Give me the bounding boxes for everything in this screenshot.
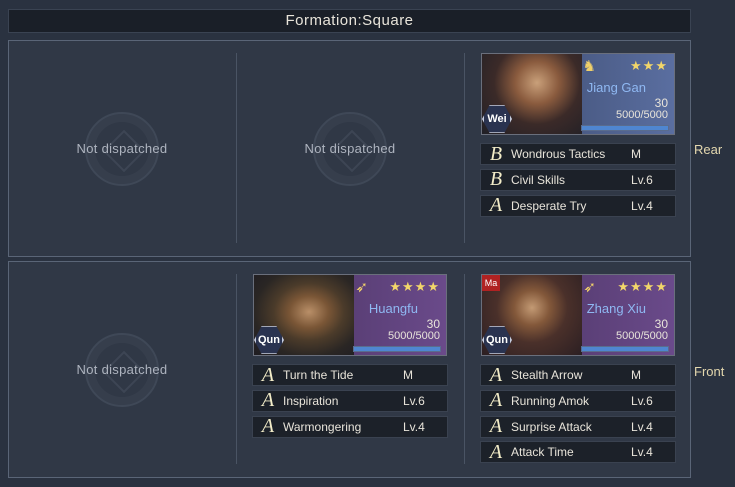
faction-badge: Wei: [482, 105, 512, 133]
skill-row[interactable]: A Surprise Attack Lv.4: [480, 415, 676, 438]
hero-troops: 5000/5000: [388, 330, 440, 342]
rarity-stars: ★★★★: [617, 279, 668, 294]
empty-slot-rear-1[interactable]: Not dispatched: [9, 41, 235, 256]
hero-name: Jiang Gan: [586, 80, 646, 95]
skill-list-huangfu: A Turn the Tide M A Inspiration Lv.6 A Warmon…: [252, 364, 448, 441]
slot-divider: [236, 53, 237, 243]
skill-name: Running Amok: [511, 393, 590, 408]
troop-bar-fill: [582, 347, 668, 351]
empty-slot-label: Not dispatched: [304, 141, 396, 156]
skill-row[interactable]: A Running Amok Lv.6: [480, 389, 676, 412]
skill-level: Lv.6: [403, 393, 425, 408]
empty-slot-front-1[interactable]: Not dispatched: [9, 262, 235, 477]
hero-level: 30: [426, 317, 440, 331]
spear-type-icon: ➶: [355, 279, 368, 296]
skill-grade: A: [261, 363, 275, 386]
skill-level: Lv.6: [631, 172, 653, 187]
skill-row[interactable]: B Civil Skills Lv.6: [480, 168, 676, 191]
hero-troops: 5000/5000: [616, 330, 668, 342]
skill-grade: A: [489, 415, 503, 438]
skill-level: Lv.4: [403, 419, 425, 434]
spear-type-icon: ➶: [583, 279, 596, 296]
skill-grade: B: [489, 168, 503, 191]
skill-name: Civil Skills: [511, 172, 565, 187]
main-general-tag: Ma: [482, 275, 500, 291]
skill-grade: A: [489, 440, 503, 463]
troop-bar: [353, 346, 441, 352]
row-label-front: Front: [694, 364, 725, 379]
formation-title: Formation:Square: [8, 9, 691, 33]
skill-name: Surprise Attack: [511, 419, 592, 434]
hero-name: Zhang Xiu: [586, 301, 646, 316]
skill-level: M: [403, 368, 413, 382]
skill-row[interactable]: A Turn the Tide M: [252, 364, 448, 386]
empty-slot-emblem-icon: [85, 332, 159, 407]
skill-row[interactable]: A Desperate Try Lv.4: [480, 194, 676, 217]
skill-name: Attack Time: [511, 445, 574, 460]
empty-slot-label: Not dispatched: [76, 141, 168, 156]
skill-name: Warmongering: [283, 419, 362, 434]
skill-name: Desperate Try: [511, 198, 587, 213]
troop-bar: [581, 125, 669, 131]
hero-card-huangfu[interactable]: Qun ➶ ★★★★ Huangfu 30 5000/5000: [253, 274, 447, 356]
skill-level: M: [631, 147, 641, 161]
skill-name: Turn the Tide: [283, 368, 354, 382]
hero-card-zhang-xiu[interactable]: Ma Qun ➶ ★★★★ Zhang Xiu 30 5000/5000: [481, 274, 675, 356]
hero-name: Huangfu: [368, 301, 418, 316]
skill-row[interactable]: B Wondrous Tactics M: [480, 143, 676, 165]
skill-row[interactable]: A Stealth Arrow M: [480, 364, 676, 386]
rarity-stars: ★★★: [630, 58, 668, 73]
troop-bar-fill: [582, 126, 668, 130]
hero-level: 30: [654, 96, 668, 110]
hero-level: 30: [654, 317, 668, 331]
troop-bar: [581, 346, 669, 352]
skill-grade: A: [489, 389, 503, 412]
skill-grade: A: [261, 389, 275, 412]
skill-name: Inspiration: [283, 393, 339, 408]
skill-level: Lv.4: [631, 445, 653, 460]
troop-bar-fill: [354, 347, 440, 351]
slot-divider: [236, 274, 237, 464]
cavalry-type-icon: ♞: [582, 58, 596, 75]
hero-card-jiang-gan[interactable]: Wei ♞ ★★★ Jiang Gan 30 5000/5000: [481, 53, 675, 135]
skill-row[interactable]: A Attack Time Lv.4: [480, 440, 676, 464]
skill-row[interactable]: A Warmongering Lv.4: [252, 415, 448, 438]
skill-level: Lv.4: [631, 419, 653, 434]
skill-list-zhang-xiu: A Stealth Arrow M A Running Amok Lv.6 A Surpr…: [480, 364, 676, 467]
skill-name: Wondrous Tactics: [511, 147, 606, 161]
skill-list-jiang-gan: B Wondrous Tactics M B Civil Skills Lv.6 A De…: [480, 143, 676, 220]
empty-slot-emblem-icon: [85, 111, 159, 186]
skill-grade: B: [489, 142, 503, 165]
slot-divider: [464, 274, 465, 464]
skill-level: M: [631, 368, 641, 382]
empty-slot-emblem-icon: [313, 111, 387, 186]
skill-level: Lv.4: [631, 198, 653, 213]
skill-name: Stealth Arrow: [511, 368, 583, 382]
rear-row-panel: Not dispatched Not dispatched Wei ♞ ★★★ …: [8, 40, 691, 257]
skill-row[interactable]: A Inspiration Lv.6: [252, 389, 448, 412]
row-label-rear: Rear: [694, 142, 723, 157]
skill-grade: A: [489, 194, 503, 217]
empty-slot-rear-2[interactable]: Not dispatched: [237, 41, 463, 256]
skill-grade: A: [489, 363, 503, 386]
skill-level: Lv.6: [631, 393, 653, 408]
skill-grade: A: [261, 415, 275, 438]
hero-troops: 5000/5000: [616, 109, 668, 121]
slot-divider: [464, 53, 465, 243]
empty-slot-label: Not dispatched: [76, 362, 168, 377]
rarity-stars: ★★★★: [389, 279, 440, 294]
front-row-panel: Not dispatched Qun ➶ ★★★★ Huangfu 30 500…: [8, 261, 691, 478]
